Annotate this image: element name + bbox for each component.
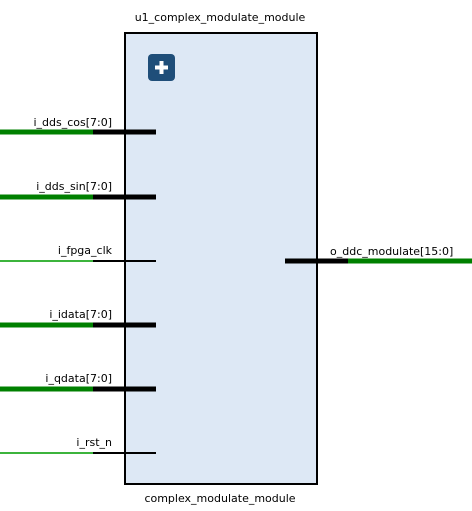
module-type-label: complex_modulate_module <box>144 492 295 505</box>
input-port-i-idata[interactable]: i_idata[7:0] <box>0 308 156 328</box>
input-port-label: i_idata[7:0] <box>49 308 112 321</box>
input-port-label: i_fpga_clk <box>58 244 113 257</box>
input-port-label: i_dds_sin[7:0] <box>36 180 112 193</box>
input-port-label: i_qdata[7:0] <box>45 372 112 385</box>
input-port-i-fpga-clk[interactable]: i_fpga_clk <box>0 244 156 262</box>
expand-button[interactable] <box>148 54 175 81</box>
instance-name-label: u1_complex_modulate_module <box>135 11 306 24</box>
input-port-label: i_rst_n <box>76 436 112 449</box>
output-port-label: o_ddc_modulate[15:0] <box>330 245 453 258</box>
input-port-i-qdata[interactable]: i_qdata[7:0] <box>0 372 156 392</box>
input-port-i-dds-sin[interactable]: i_dds_sin[7:0] <box>0 180 156 200</box>
input-port-i-dds-cos[interactable]: i_dds_cos[7:0] <box>0 116 156 135</box>
input-port-i-rst-n[interactable]: i_rst_n <box>0 436 156 454</box>
input-port-label: i_dds_cos[7:0] <box>33 116 112 129</box>
output-port-o-ddc-modulate[interactable]: o_ddc_modulate[15:0] <box>285 245 472 264</box>
